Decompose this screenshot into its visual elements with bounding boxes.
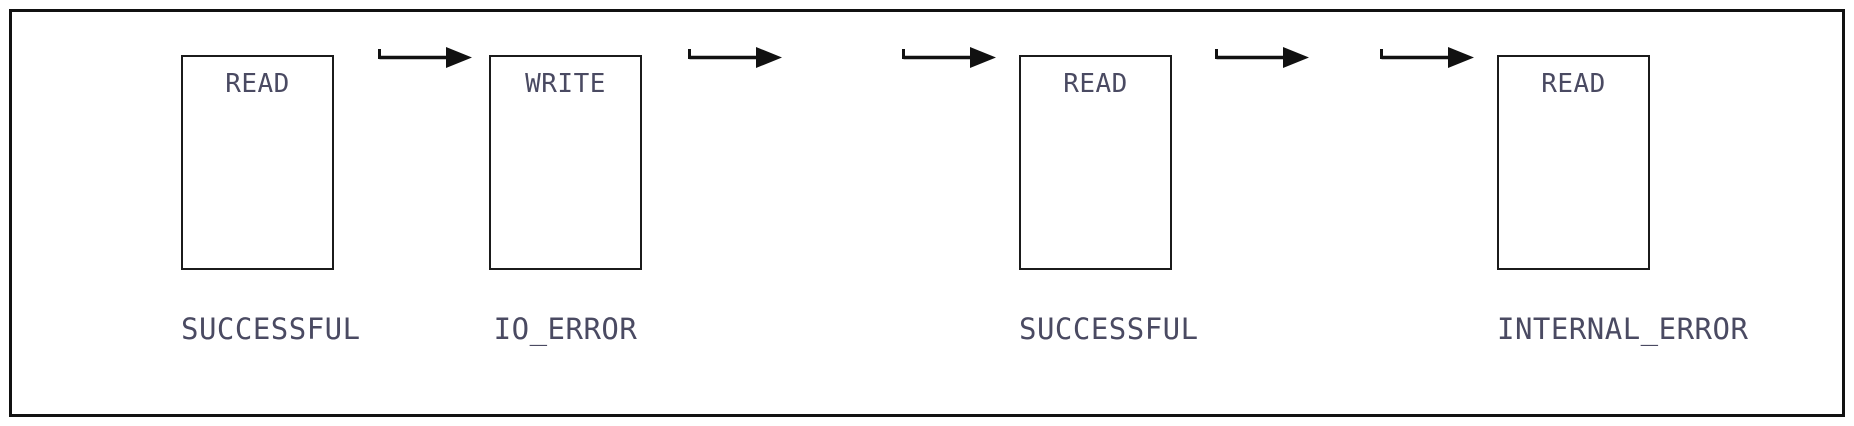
node-operation-label: READ <box>225 69 290 99</box>
node-read-successful-2[interactable]: READ <box>1019 55 1172 270</box>
node-read-successful[interactable]: READ <box>181 55 334 270</box>
node-result-label: SUCCESSFUL <box>181 312 361 346</box>
flow-arrow-right-icon <box>1380 44 1480 70</box>
node-result-label: INTERNAL_ERROR <box>1497 312 1749 346</box>
flow-arrow-right-icon <box>1215 44 1315 70</box>
node-operation-label: WRITE <box>525 69 606 99</box>
flow-arrow-right-icon <box>378 44 478 70</box>
flow-arrow-right-icon <box>902 44 1002 70</box>
node-box[interactable] <box>1019 55 1172 270</box>
node-result-label: IO_ERROR <box>493 312 638 346</box>
node-operation-label: READ <box>1541 69 1606 99</box>
node-operation-label: READ <box>1063 69 1128 99</box>
node-read-internal-error[interactable]: READ <box>1497 55 1650 270</box>
flow-arrow-right-icon <box>688 44 788 70</box>
node-box[interactable] <box>1497 55 1650 270</box>
node-box[interactable] <box>181 55 334 270</box>
node-result-label: SUCCESSFUL <box>1019 312 1199 346</box>
node-box[interactable] <box>489 55 642 270</box>
node-write-io-error[interactable]: WRITE <box>489 55 642 270</box>
